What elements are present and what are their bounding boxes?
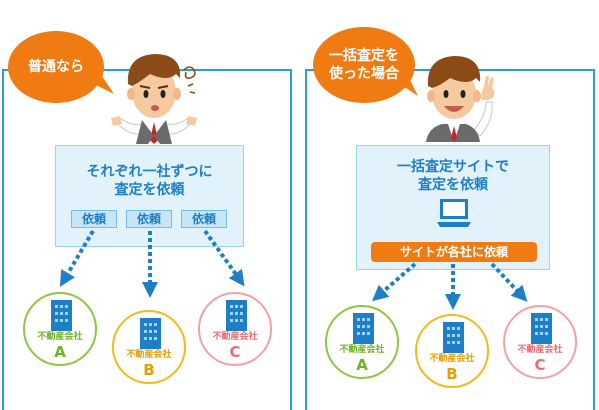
- building-icon: [531, 313, 552, 344]
- worried-man-icon: [111, 54, 197, 144]
- bubble-bulk-text: 一括査定を 使った場合: [329, 47, 399, 83]
- instruction-box-normal: それぞれ一社ずつに 査定を依頼 依頼 依頼 依頼: [55, 145, 244, 247]
- instruction-box-bulk: 一括査定サイトで 査定を依頼 サイトが各社に依頼: [356, 145, 550, 270]
- building-icon: [140, 318, 161, 349]
- building-icon: [353, 313, 374, 344]
- company-left-a: 不動産会社 A: [23, 292, 97, 366]
- arrow-right-a: [371, 262, 417, 302]
- company-letter: B: [446, 365, 458, 383]
- request-button-c: 依頼: [181, 210, 227, 228]
- company-label: 不動産会社: [37, 332, 83, 342]
- company-left-b: 不動産会社 B: [112, 310, 186, 384]
- instruction-normal-line2: 査定を依頼: [114, 182, 185, 198]
- request-button-a: 依頼: [71, 210, 117, 228]
- bubble-bulk: 一括査定を 使った場合: [313, 27, 415, 103]
- bubble-normal: 普通なら: [8, 31, 104, 103]
- happy-man-icon: [426, 56, 495, 142]
- company-right-c: 不動産会社 C: [503, 305, 577, 379]
- company-letter: A: [356, 356, 368, 374]
- company-letter: C: [229, 343, 241, 361]
- company-label: 不動産会社: [126, 350, 172, 360]
- request-button-b: 依頼: [126, 210, 172, 228]
- company-letter: A: [54, 343, 66, 361]
- company-right-b: 不動産会社 B: [415, 314, 489, 388]
- bubble-normal-text: 普通なら: [28, 59, 84, 75]
- instruction-bulk-line2: 査定を依頼: [418, 177, 488, 193]
- company-letter: B: [143, 361, 155, 379]
- company-label: 不動産会社: [517, 345, 563, 355]
- site-request-bar: サイトが各社に依頼: [371, 242, 537, 262]
- bubble-bulk-line1: 一括査定を: [329, 48, 399, 64]
- bubble-bulk-line2: 使った場合: [329, 66, 399, 82]
- company-label: 不動産会社: [212, 332, 258, 342]
- building-icon: [443, 322, 464, 353]
- laptop-icon: [437, 199, 471, 227]
- company-left-c: 不動産会社 C: [198, 292, 272, 366]
- company-right-a: 不動産会社 A: [325, 305, 399, 379]
- arrow-left-c: [203, 229, 245, 287]
- arrow-left-a: [59, 229, 95, 287]
- company-label: 不動産会社: [429, 354, 475, 364]
- company-letter: C: [534, 356, 546, 374]
- building-icon: [51, 300, 72, 331]
- company-label: 不動産会社: [339, 345, 385, 355]
- building-icon: [226, 300, 247, 331]
- instruction-bulk-line1: 一括査定サイトで: [397, 159, 509, 175]
- arrow-right-c: [490, 262, 528, 302]
- instruction-normal-line1: それぞれ一社ずつに: [86, 164, 213, 180]
